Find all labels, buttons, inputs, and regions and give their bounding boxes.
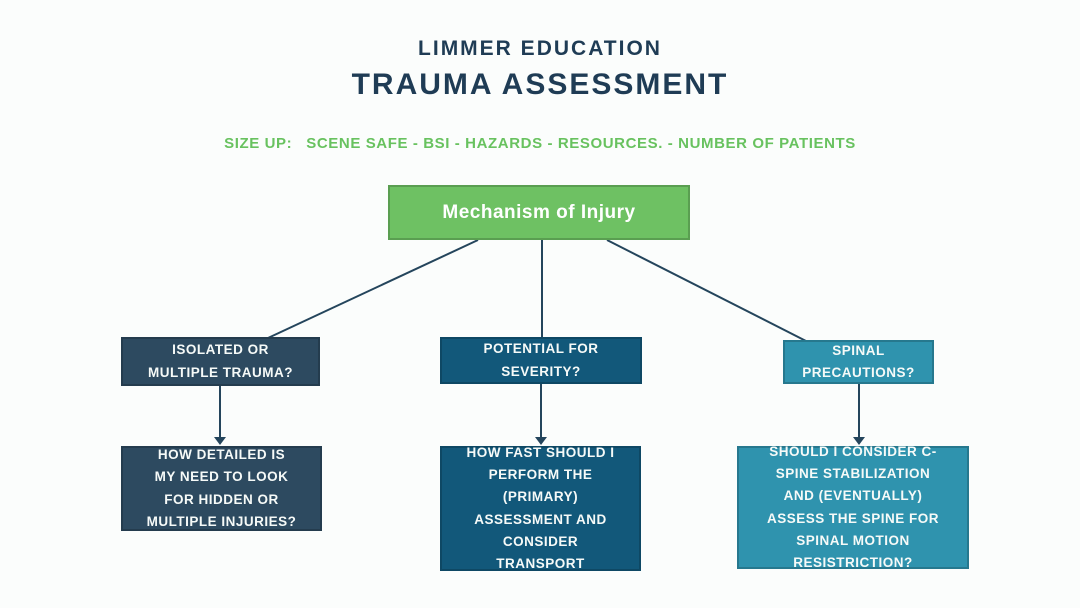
node-spinal-precautions: SPINAL PRECAUTIONS? [783,340,934,384]
node-how-fast-primary-assessment-transport: HOW FAST SHOULD I PERFORM THE (PRIMARY) … [440,445,641,571]
node-consider-cspine-spinal-motion-restriction: SHOULD I CONSIDER C- SPINE STABILIZATION… [737,444,969,570]
node-how-detailed-look-for-injuries: HOW DETAILED IS MY NEED TO LOOK FOR HIDD… [121,446,322,531]
node-potential-for-severity: POTENTIAL FOR SEVERITY? [440,337,642,384]
size-up-line: SIZE UP: SCENE SAFE - BSI - HAZARDS - RES… [0,135,1080,152]
connector-root-to-branch3 [606,239,807,342]
size-up-items: SCENE SAFE - BSI - HAZARDS - RESOURCES. … [306,135,856,152]
page-title: TRAUMA ASSESSMENT [351,68,729,101]
connector-root-to-branch1 [267,239,479,339]
size-up-label: SIZE UP: [224,135,293,152]
brand-title: LIMMER EDUCATION [418,37,662,60]
node-isolated-or-multiple-trauma: ISOLATED OR MULTIPLE TRAUMA? [121,337,320,386]
node-mechanism-of-injury: Mechanism of Injury [388,185,690,240]
